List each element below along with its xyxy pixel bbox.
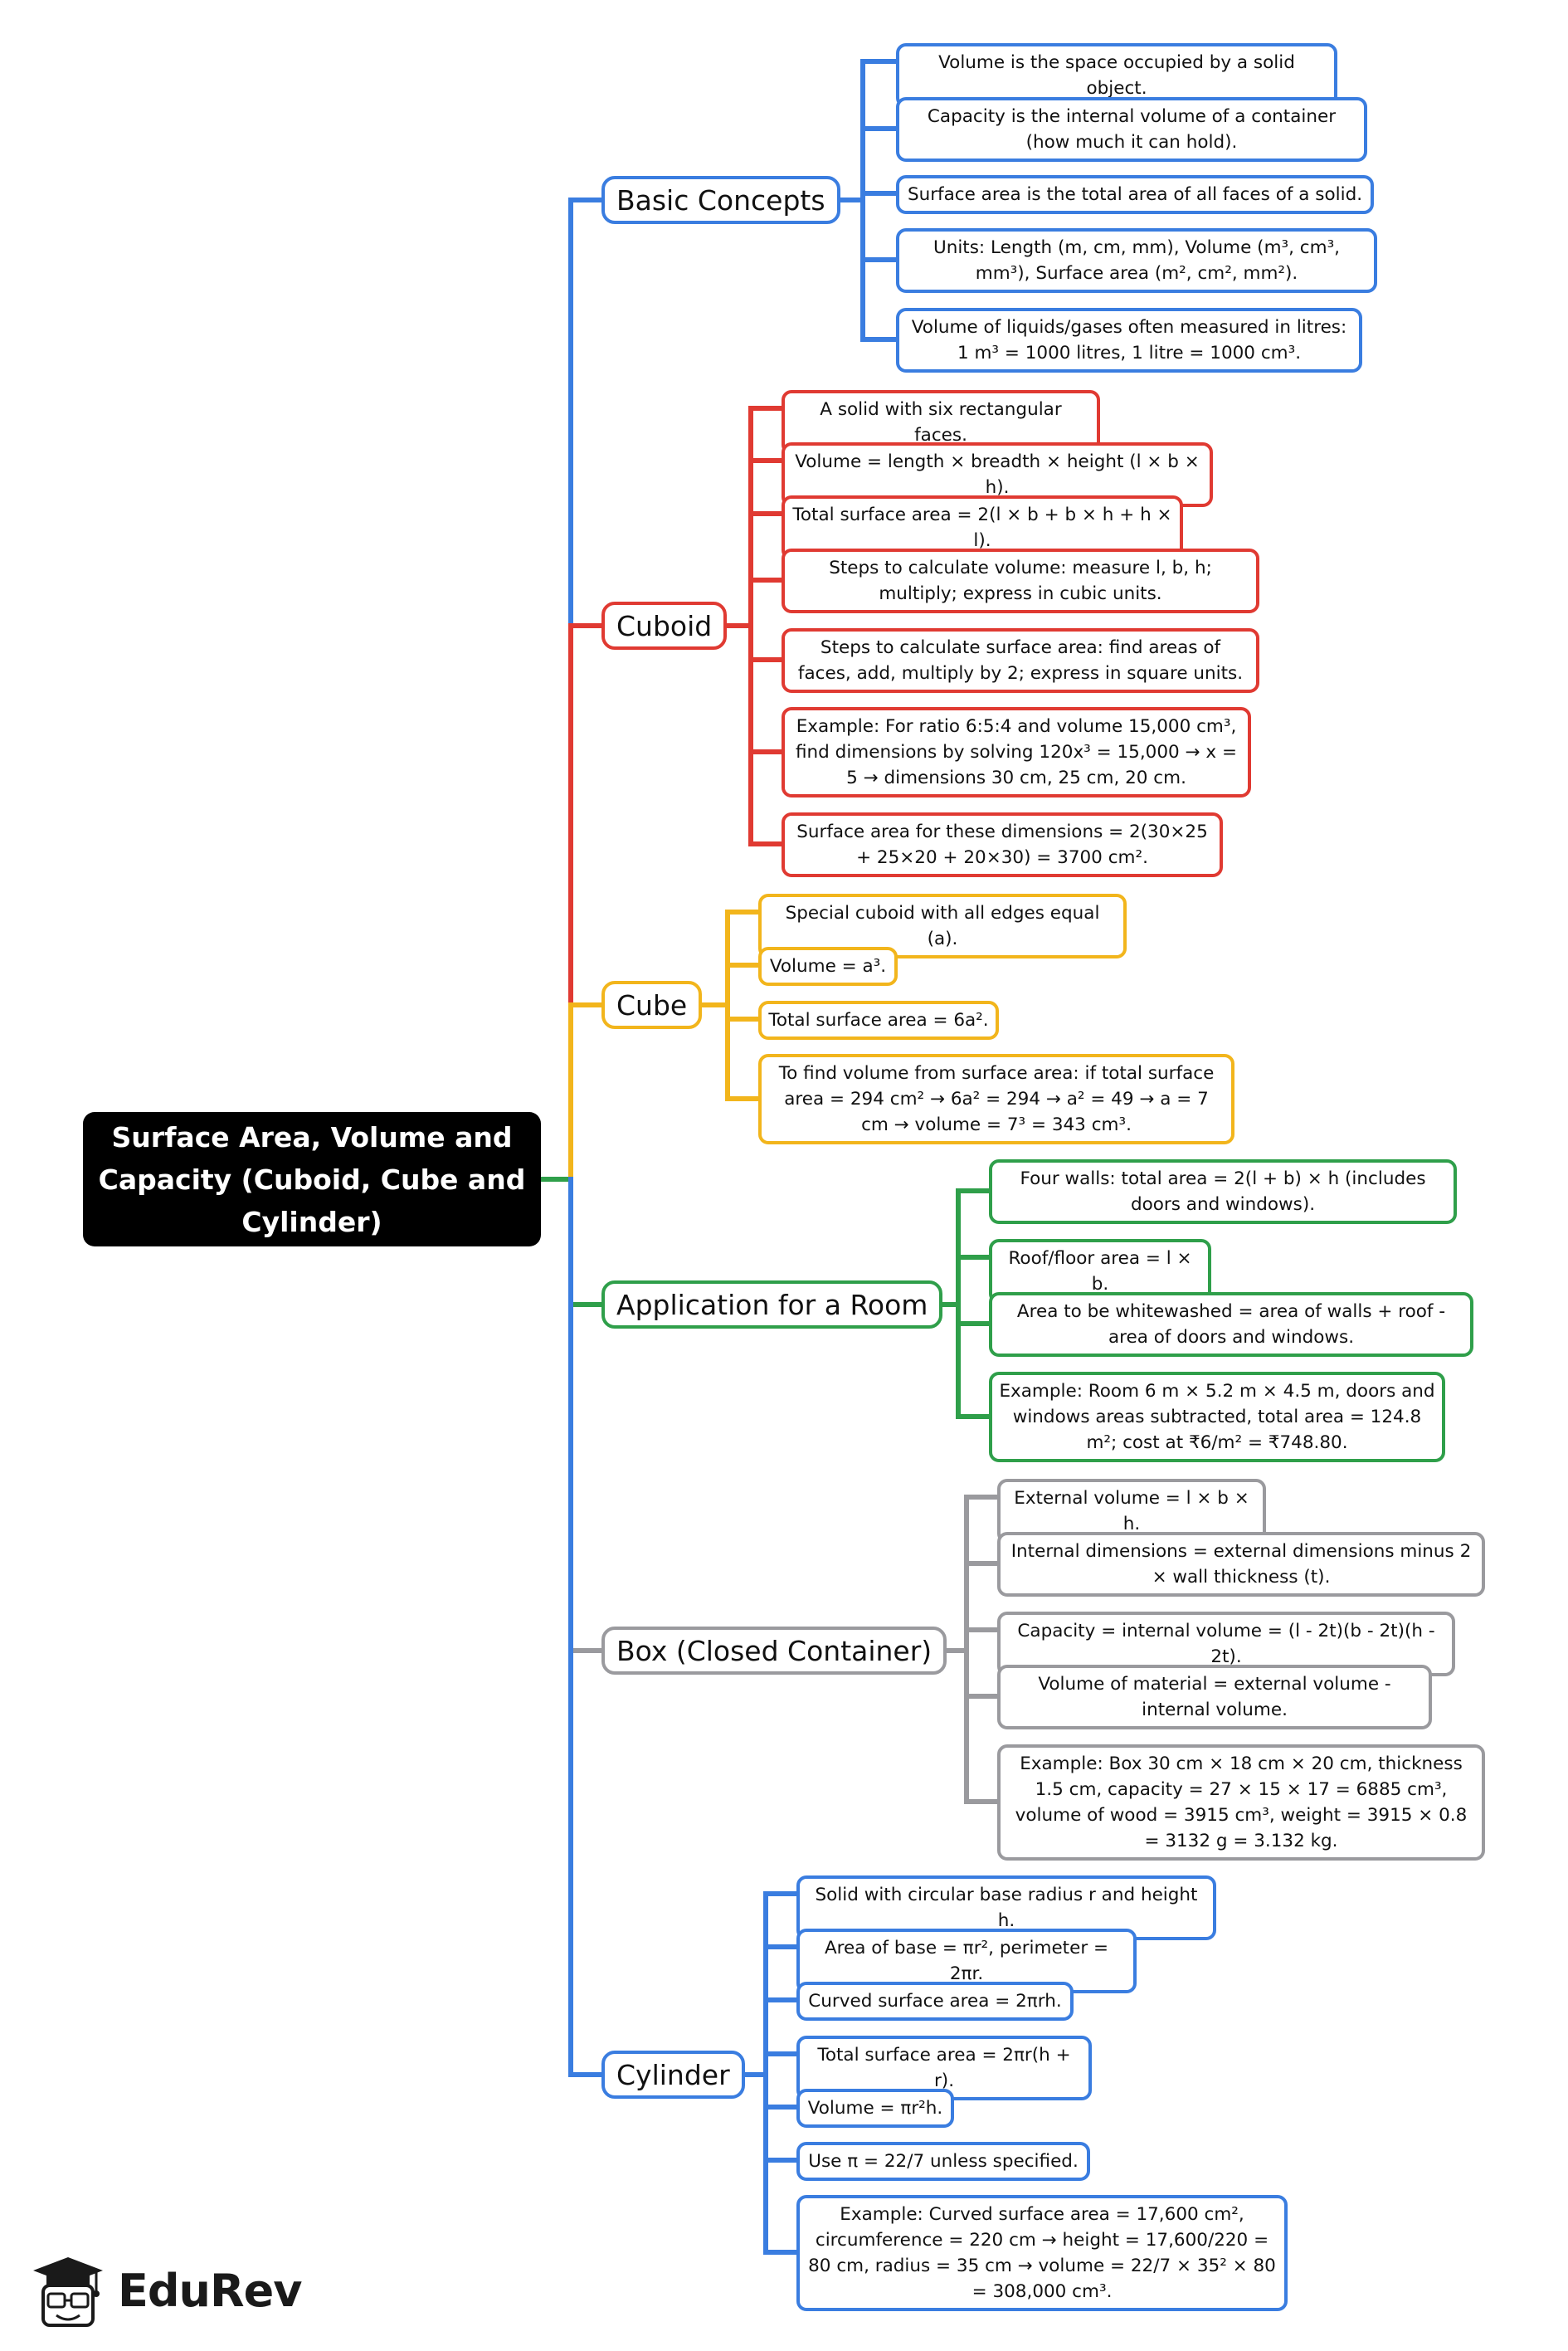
leaf-text: Volume = length × breadth × height (l × … xyxy=(795,451,1200,498)
branch-box-closed-container[interactable]: Box (Closed Container) xyxy=(601,1627,947,1675)
leaf-text: Capacity is the internal volume of a con… xyxy=(927,106,1337,153)
leaf-text: External volume = l × b × h. xyxy=(1014,1488,1249,1534)
leaf-text: Surface area for these dimensions = 2(30… xyxy=(796,822,1208,868)
leaf-text: Total surface area = 6a². xyxy=(768,1010,989,1031)
leaf-text: Example: For ratio 6:5:4 and volume 15,0… xyxy=(796,716,1237,788)
leaf-cylinder-5: Volume = πr²h. xyxy=(796,2089,954,2128)
leaf-text: Internal dimensions = external dimension… xyxy=(1010,1541,1472,1588)
leaf-text: Solid with circular base radius r and he… xyxy=(815,1885,1198,1931)
branch-label: Basic Concepts xyxy=(616,183,825,217)
root-title: Surface Area, Volume and Capacity (Cuboi… xyxy=(98,1120,526,1238)
leaf-text: Steps to calculate volume: measure l, b,… xyxy=(829,558,1212,604)
leaf-text: Curved surface area = 2πrh. xyxy=(808,1991,1062,2012)
leaf-text: Volume is the space occupied by a solid … xyxy=(938,52,1295,99)
leaf-basic-concepts-4: Units: Length (m, cm, mm), Volume (m³, c… xyxy=(896,228,1377,293)
leaf-text: Volume = a³. xyxy=(769,956,887,977)
leaf-text: Volume of liquids/gases often measured i… xyxy=(911,317,1347,363)
leaf-text: Special cuboid with all edges equal (a). xyxy=(785,903,1100,949)
leaf-text: Four walls: total area = 2(l + b) × h (i… xyxy=(1020,1168,1426,1215)
leaf-application-for-a-room-3: Area to be whitewashed = area of walls +… xyxy=(989,1292,1473,1357)
leaf-cuboid-6: Example: For ratio 6:5:4 and volume 15,0… xyxy=(782,707,1251,797)
leaf-basic-concepts-3: Surface area is the total area of all fa… xyxy=(896,175,1374,214)
leaf-cuboid-4: Steps to calculate volume: measure l, b,… xyxy=(782,549,1259,613)
leaf-text: Steps to calculate surface area: find ar… xyxy=(797,637,1244,684)
leaf-text: A solid with six rectangular faces. xyxy=(820,399,1062,446)
leaf-cube-4: To find volume from surface area: if tot… xyxy=(758,1054,1234,1144)
branch-basic-concepts[interactable]: Basic Concepts xyxy=(601,176,840,224)
leaf-basic-concepts-5: Volume of liquids/gases often measured i… xyxy=(896,308,1362,373)
branch-cylinder[interactable]: Cylinder xyxy=(601,2051,745,2099)
logo-text: EduRev xyxy=(118,2264,302,2317)
leaf-cylinder-7: Example: Curved surface area = 17,600 cm… xyxy=(796,2195,1288,2311)
root-topic: Surface Area, Volume and Capacity (Cuboi… xyxy=(83,1112,541,1246)
leaf-text: Example: Box 30 cm × 18 cm × 20 cm, thic… xyxy=(1015,1753,1468,1851)
leaf-box-closed-container-2: Internal dimensions = external dimension… xyxy=(997,1532,1485,1597)
leaf-cylinder-3: Curved surface area = 2πrh. xyxy=(796,1982,1074,2021)
branch-label: Application for a Room xyxy=(616,1288,928,1321)
leaf-text: Use π = 22/7 unless specified. xyxy=(808,2151,1079,2172)
leaf-text: Units: Length (m, cm, mm), Volume (m³, c… xyxy=(933,237,1341,284)
leaf-basic-concepts-2: Capacity is the internal volume of a con… xyxy=(896,97,1367,162)
leaf-text: Example: Curved surface area = 17,600 cm… xyxy=(808,2204,1276,2302)
leaf-box-closed-container-4: Volume of material = external volume - i… xyxy=(997,1665,1432,1729)
edurev-logo: EduRev xyxy=(30,2252,302,2329)
leaf-application-for-a-room-1: Four walls: total area = 2(l + b) × h (i… xyxy=(989,1159,1457,1224)
leaf-text: Area to be whitewashed = area of walls +… xyxy=(1016,1301,1446,1348)
leaf-cuboid-5: Steps to calculate surface area: find ar… xyxy=(782,628,1259,693)
leaf-cylinder-6: Use π = 22/7 unless specified. xyxy=(796,2142,1090,2181)
leaf-text: To find volume from surface area: if tot… xyxy=(778,1063,1215,1135)
leaf-text: Volume of material = external volume - i… xyxy=(1038,1674,1391,1720)
leaf-box-closed-container-5: Example: Box 30 cm × 18 cm × 20 cm, thic… xyxy=(997,1744,1485,1861)
leaf-application-for-a-room-4: Example: Room 6 m × 5.2 m × 4.5 m, doors… xyxy=(989,1372,1445,1462)
leaf-text: Total surface area = 2πr(h + r). xyxy=(817,2045,1071,2091)
leaf-text: Area of base = πr², perimeter = 2πr. xyxy=(824,1938,1109,1984)
leaf-cuboid-7: Surface area for these dimensions = 2(30… xyxy=(782,812,1223,877)
leaf-cube-3: Total surface area = 6a². xyxy=(758,1001,999,1040)
graduate-cap-icon xyxy=(33,2257,103,2327)
branch-label: Box (Closed Container) xyxy=(616,1634,933,1667)
leaf-text: Volume = πr²h. xyxy=(807,2098,943,2119)
leaf-text: Surface area is the total area of all fa… xyxy=(907,184,1363,205)
branch-label: Cube xyxy=(616,988,688,1022)
branch-cuboid[interactable]: Cuboid xyxy=(601,602,728,650)
leaf-text: Example: Room 6 m × 5.2 m × 4.5 m, doors… xyxy=(999,1381,1435,1453)
leaf-text: Capacity = internal volume = (l - 2t)(b … xyxy=(1017,1621,1435,1667)
leaf-cube-2: Volume = a³. xyxy=(758,947,898,986)
branch-label: Cylinder xyxy=(616,2058,730,2091)
leaf-text: Total surface area = 2(l × b + b × h + h… xyxy=(792,505,1172,551)
branch-cube[interactable]: Cube xyxy=(601,981,703,1029)
branch-label: Cuboid xyxy=(616,609,713,642)
branch-application-for-a-room[interactable]: Application for a Room xyxy=(601,1280,943,1329)
leaf-text: Roof/floor area = l × b. xyxy=(1008,1248,1192,1295)
